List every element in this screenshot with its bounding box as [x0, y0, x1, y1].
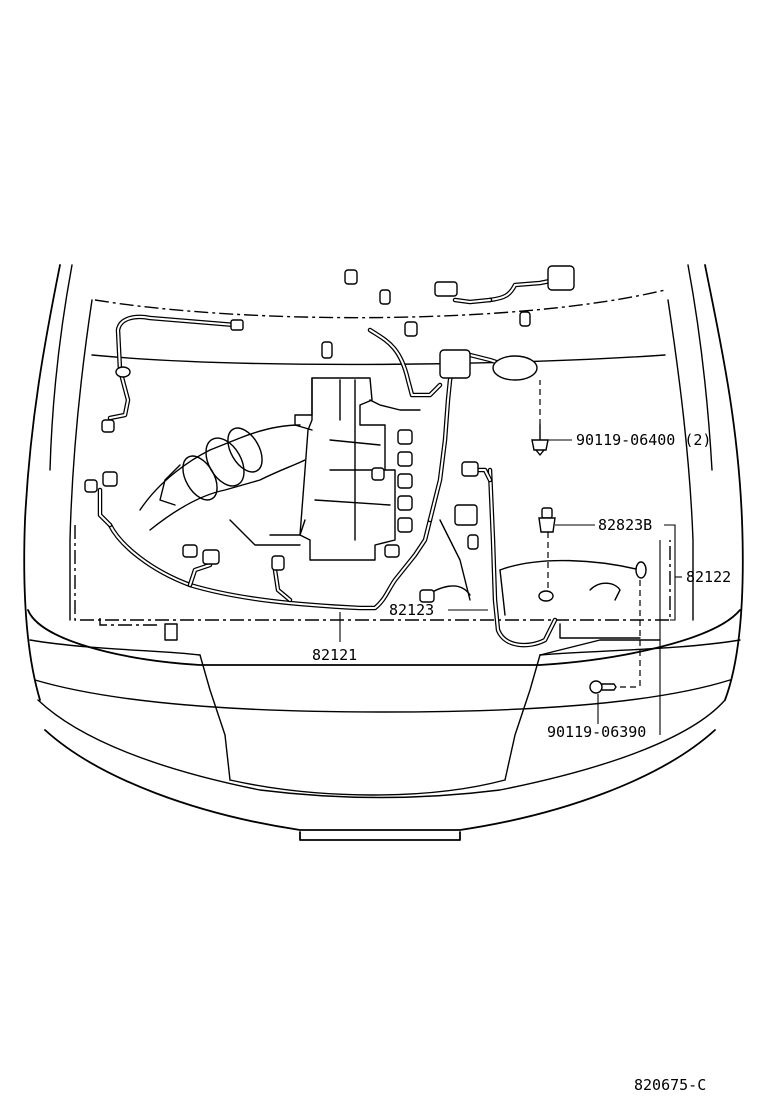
bolt-90119-06390-symbol — [589, 680, 617, 694]
vehicle-body — [23, 264, 744, 841]
label-bolt-90119-06400: 90119-06400 (2) — [576, 431, 711, 449]
connectors — [84, 265, 647, 603]
label-clamp-82823B: 82823B — [598, 516, 652, 534]
label-harness-82123: 82123 — [389, 601, 434, 619]
label-harness-82122: 82122 — [686, 568, 731, 586]
label-bolt-90119-06390: 90119-06390 — [547, 723, 646, 741]
harness-82121-wire — [97, 277, 558, 648]
figure-code: 820675-C — [634, 1076, 706, 1094]
clamp-82823B-symbol — [538, 507, 556, 533]
engine-block — [139, 377, 641, 616]
leader-lines — [339, 380, 682, 735]
clip-symbol — [538, 590, 554, 602]
bolt-90119-06400-symbol — [531, 424, 549, 456]
label-harness-82121: 82121 — [312, 646, 357, 664]
